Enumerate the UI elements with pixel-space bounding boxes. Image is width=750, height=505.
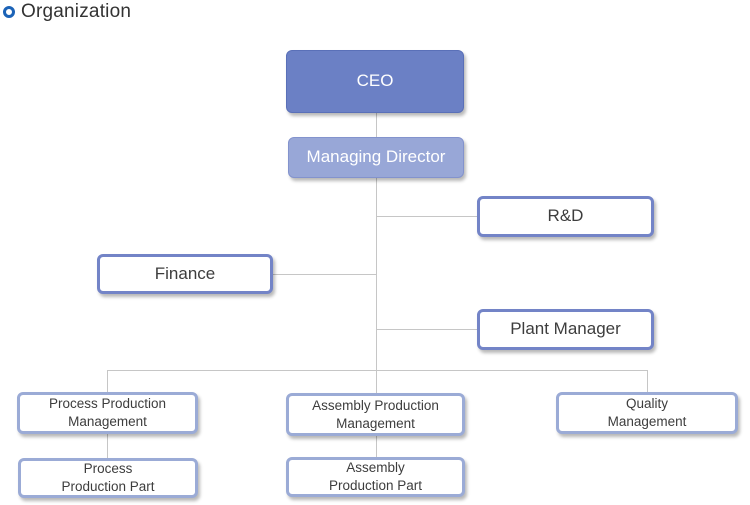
org-node-process-production-part: Process Production Part [18, 458, 198, 498]
org-node-finance: Finance [97, 254, 273, 294]
org-node-process-production-management: Process Production Management [17, 392, 198, 434]
connector-ceo-to-md [376, 113, 377, 137]
connector-central-spine [376, 178, 377, 370]
org-node-assembly-production-management: Assembly Production Management [286, 393, 465, 436]
connector-drop-assembly-mgmt [376, 370, 377, 393]
org-node-quality-management: Quality Management [556, 392, 738, 434]
org-node-assembly-production-part: Assembly Production Part [286, 457, 465, 497]
connector-assembly-mgmt-to-part [376, 436, 377, 457]
page-title: Organization [21, 1, 132, 22]
org-node-rnd: R&D [477, 196, 654, 237]
connector-drop-process-mgmt [107, 370, 108, 392]
org-node-ceo: CEO [286, 50, 464, 113]
connector-drop-quality-mgmt [647, 370, 648, 392]
connector-to-finance [273, 274, 376, 275]
connector-to-rnd [377, 216, 477, 217]
connector-distribution-bar [107, 370, 647, 371]
org-node-managing-director: Managing Director [288, 137, 464, 178]
connector-process-mgmt-to-part [107, 434, 108, 458]
connector-to-plant-manager [377, 329, 477, 330]
page-header: Organization [3, 0, 131, 24]
org-node-plant-manager: Plant Manager [477, 309, 654, 350]
ring-bullet-icon [3, 6, 15, 18]
